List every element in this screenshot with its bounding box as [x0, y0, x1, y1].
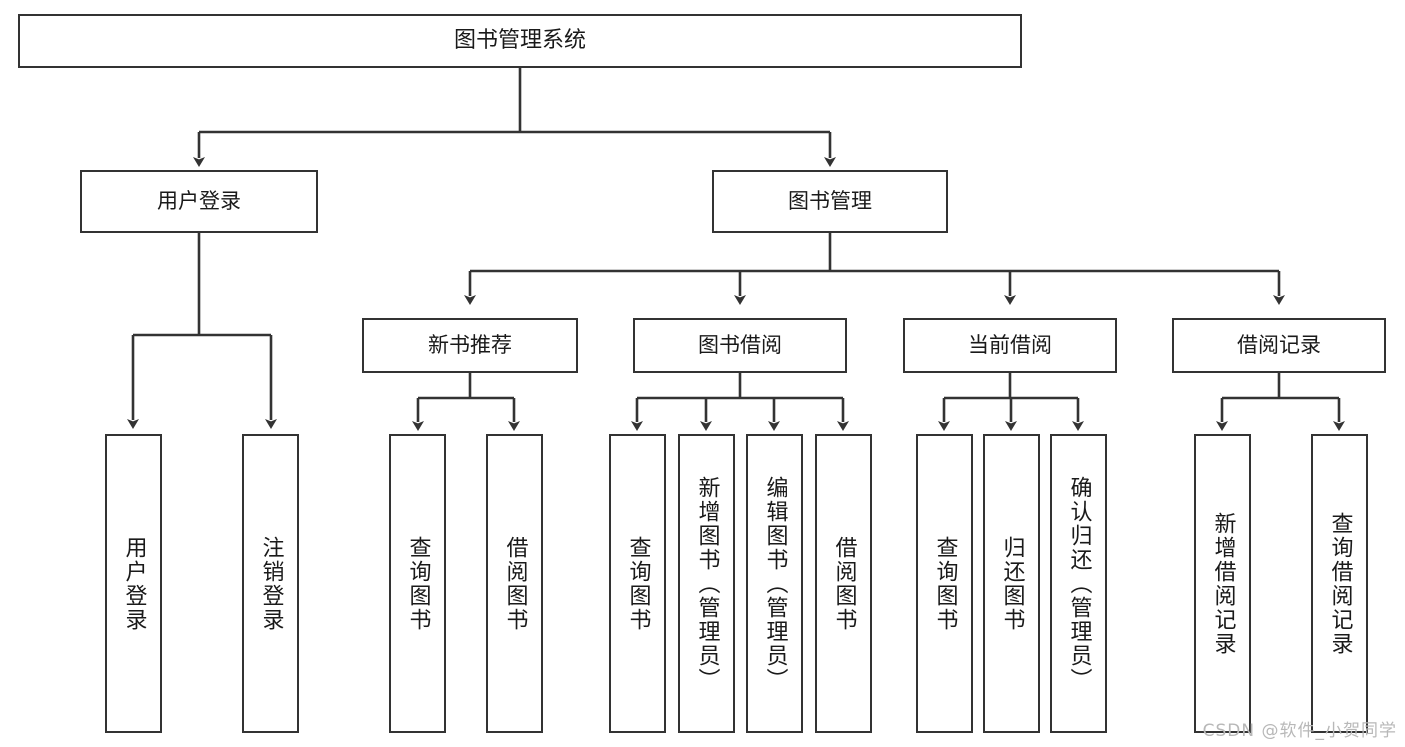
leaf-book-borrow-borrow-book[interactable]: 借阅图书 — [815, 434, 872, 733]
leaf-user-login-logout[interactable]: 注销登录 — [242, 434, 299, 733]
node-label: 借阅记录 — [1237, 333, 1321, 358]
leaf-borrow-record-add-record[interactable]: 新增借阅记录 — [1194, 434, 1251, 733]
node-label: 确认归还（管理员） — [1066, 475, 1092, 692]
node-label: 图书借阅 — [698, 333, 782, 358]
node-new-book-recommend[interactable]: 新书推荐 — [362, 318, 578, 373]
leaf-book-borrow-add-book-admin[interactable]: 新增图书（管理员） — [678, 434, 735, 733]
node-current-borrow[interactable]: 当前借阅 — [903, 318, 1117, 373]
leaf-book-borrow-edit-book-admin[interactable]: 编辑图书（管理员） — [746, 434, 803, 733]
node-label: 借阅图书 — [831, 535, 857, 632]
node-label: 注销登录 — [258, 535, 284, 632]
leaf-current-borrow-confirm-return-admin[interactable]: 确认归还（管理员） — [1050, 434, 1107, 733]
node-label: 借阅图书 — [502, 535, 528, 632]
node-label: 编辑图书（管理员） — [762, 475, 788, 692]
node-root-book-management-system[interactable]: 图书管理系统 — [18, 14, 1022, 68]
leaf-new-book-borrow-book[interactable]: 借阅图书 — [486, 434, 543, 733]
node-book-management[interactable]: 图书管理 — [712, 170, 948, 233]
leaf-user-login-login[interactable]: 用户登录 — [105, 434, 162, 733]
node-label: 新书推荐 — [428, 333, 512, 358]
leaf-new-book-query-book[interactable]: 查询图书 — [389, 434, 446, 733]
leaf-borrow-record-query-record[interactable]: 查询借阅记录 — [1311, 434, 1368, 733]
node-label: 用户登录 — [121, 535, 147, 632]
leaf-book-borrow-query-book[interactable]: 查询图书 — [609, 434, 666, 733]
leaf-current-borrow-return-book[interactable]: 归还图书 — [983, 434, 1040, 733]
node-label: 图书管理系统 — [453, 28, 586, 54]
node-label: 查询借阅记录 — [1327, 511, 1353, 656]
node-label: 当前借阅 — [968, 333, 1052, 358]
node-label: 查询图书 — [625, 535, 651, 632]
node-label: 归还图书 — [999, 535, 1025, 632]
leaf-current-borrow-query-book[interactable]: 查询图书 — [916, 434, 973, 733]
node-label: 图书管理 — [788, 189, 872, 214]
node-label: 查询图书 — [932, 535, 958, 632]
watermark: CSDN @软件_小贺同学 — [1202, 721, 1397, 741]
node-book-borrow[interactable]: 图书借阅 — [633, 318, 847, 373]
node-user-login[interactable]: 用户登录 — [80, 170, 318, 233]
node-borrow-record[interactable]: 借阅记录 — [1172, 318, 1386, 373]
node-label: 查询图书 — [405, 535, 431, 632]
node-label: 用户登录 — [157, 189, 241, 214]
node-label: 新增图书（管理员） — [694, 475, 720, 692]
node-label: 新增借阅记录 — [1210, 511, 1236, 656]
